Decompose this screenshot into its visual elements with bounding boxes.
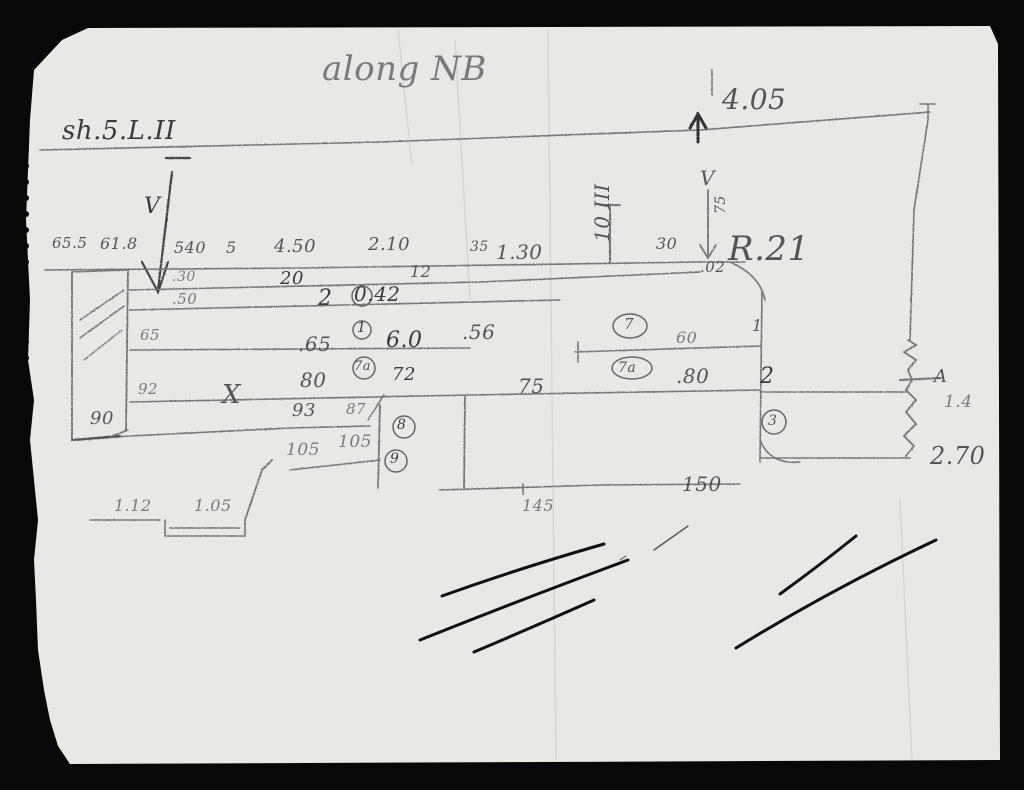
dim-label: .50 [172, 290, 198, 308]
vertical-section-mark: 10 III [590, 183, 614, 242]
right-section-value: 75 [713, 195, 729, 214]
dim-label: 1.30 [496, 240, 543, 264]
dim-label: 540 [174, 238, 207, 257]
circle-label: 8 [397, 417, 407, 433]
dim-label: 12 [410, 262, 432, 281]
dim-label: 2.10 [368, 234, 411, 255]
paper-creases [397, 29, 913, 761]
sheet-reference: sh.5.L.II [62, 116, 176, 146]
dim-label: 65 [140, 326, 161, 344]
top-dimension: 4.05 [722, 83, 787, 116]
circle-label: 7a [618, 360, 637, 376]
dim-label: 65.5 [52, 234, 88, 252]
dim-label: .80 [676, 364, 710, 388]
dim-label: .56 [462, 320, 496, 344]
dim-label: 61.8 [100, 234, 138, 253]
dim-label: 150 [682, 472, 722, 496]
circle-markers [351, 285, 787, 473]
dim-label: 90 [90, 408, 114, 429]
circle-label: 9 [390, 451, 400, 467]
dim-label: 0.42 [354, 282, 401, 306]
room-label: R.21 [728, 229, 810, 269]
dim-label: 1 [752, 316, 763, 335]
dim-label: 35 [470, 239, 489, 255]
dim-label: 60 [676, 328, 698, 347]
dim-label: A [934, 366, 948, 387]
dim-label: 6.0 [386, 328, 423, 353]
dim-label: 2.70 [930, 442, 986, 470]
dim-label: 105 [286, 440, 320, 460]
right-section-mark: V [700, 166, 715, 190]
dim-label: 1.05 [194, 496, 232, 515]
dim-label: .65 [298, 332, 332, 356]
dim-label: 20 [280, 268, 304, 289]
dim-label: 4.50 [274, 236, 317, 257]
dim-label: 145 [522, 496, 555, 515]
dim-label: 87 [346, 400, 367, 418]
circle-label: 3 [768, 413, 778, 429]
dim-label: 30 [656, 234, 678, 253]
dim-label: 1.4 [944, 392, 973, 412]
dim-label: 72 [392, 364, 416, 385]
dim-label: X [222, 380, 242, 410]
dim-label: 92 [138, 380, 159, 398]
circle-label: 7 [624, 315, 635, 333]
dim-label: 2 [760, 364, 775, 389]
dim-label: 1.12 [114, 496, 152, 515]
dim-label: 75 [518, 374, 545, 398]
circle-label: 1 [357, 320, 367, 336]
perforated-edge [23, 67, 29, 377]
dim-label: 105 [338, 432, 372, 452]
dim-label: 2 [318, 286, 333, 311]
dim-label: 5 [226, 238, 237, 257]
left-section-mark: V [144, 194, 161, 219]
ink-strokes [418, 525, 938, 654]
dim-label: .02 [700, 258, 726, 276]
dim-label: 80 [300, 368, 327, 392]
dim-label: 93 [292, 400, 316, 421]
sketch-title: along NB [322, 49, 487, 89]
dim-label: .30 [172, 269, 196, 285]
circle-label: 7a [354, 359, 372, 374]
pencil-lines [39, 69, 941, 537]
